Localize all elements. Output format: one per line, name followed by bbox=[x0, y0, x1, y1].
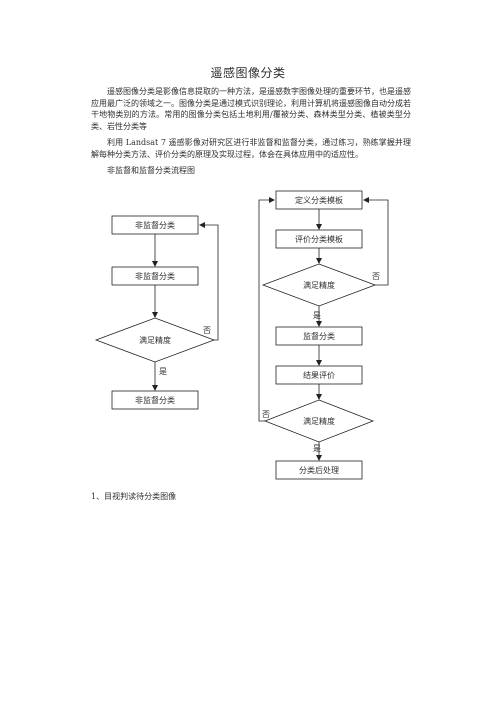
document-title: 遥感图像分类 bbox=[210, 66, 286, 80]
left-box-3-label: 非监督分类 bbox=[135, 395, 175, 405]
section-heading: 1、目视判读待分类图像 bbox=[91, 492, 177, 501]
left-flowchart bbox=[94, 215, 219, 410]
left-box-1-label: 非监督分类 bbox=[135, 220, 175, 230]
right-box-3-label: 监督分类 bbox=[303, 331, 335, 341]
right-box-1-label: 定义分类模板 bbox=[295, 195, 343, 205]
left-decision-label: 满足精度 bbox=[139, 335, 171, 345]
right-box-2-label: 评价分类模板 bbox=[295, 234, 343, 244]
right-box-5-label: 分类后处理 bbox=[299, 465, 339, 475]
right-no-label-1: 否 bbox=[372, 272, 380, 281]
right-box-4-label: 结果评价 bbox=[303, 370, 335, 380]
left-no-label: 否 bbox=[203, 326, 211, 335]
right-box-5 bbox=[275, 460, 363, 480]
flowchart-caption: 非监督和监督分类流程图 bbox=[107, 166, 195, 175]
right-decision-1-label: 满足精度 bbox=[303, 280, 335, 290]
right-flowchart bbox=[258, 190, 389, 480]
left-yes-label: 是 bbox=[159, 367, 167, 376]
right-yes-label-1: 是 bbox=[313, 311, 321, 320]
left-box-3 bbox=[111, 390, 199, 410]
left-loop-arrow bbox=[199, 222, 219, 341]
right-yes-label-2: 是 bbox=[313, 444, 321, 453]
right-no-label-2: 否 bbox=[262, 410, 270, 419]
intro-paragraph: 遥感图像分类是影像信息提取的一种方法，是遥感数字图像处理的重要环节，也是遥感应用… bbox=[91, 87, 411, 131]
right-decision-2-label: 满足精度 bbox=[303, 416, 335, 426]
task-paragraph: 利用 Landsat 7 遥感影像对研究区进行非监督和监督分类，通过练习，熟练掌… bbox=[91, 138, 411, 159]
right-loop-arrow-1 bbox=[363, 197, 389, 286]
right-loop-arrow-2 bbox=[258, 197, 275, 422]
left-box-2-label: 非监督分类 bbox=[135, 271, 175, 281]
